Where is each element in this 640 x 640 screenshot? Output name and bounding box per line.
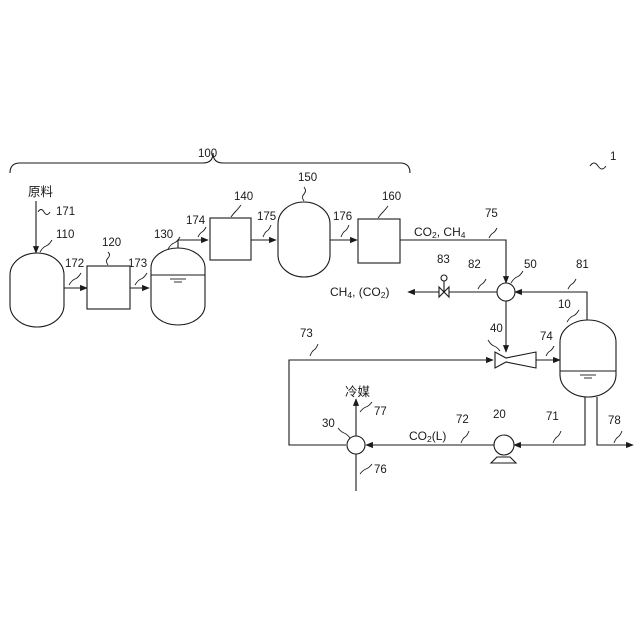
ref-160: 160 — [382, 191, 401, 203]
unit-140 — [210, 218, 251, 260]
leader-77 — [360, 402, 372, 412]
ref-73: 73 — [300, 328, 313, 340]
ref-140: 140 — [234, 191, 253, 203]
leader-174 — [198, 227, 206, 237]
ref-72: 72 — [456, 414, 469, 426]
heat-exchanger-30 — [347, 436, 365, 454]
ref-174: 174 — [186, 215, 206, 227]
ref-81: 81 — [576, 259, 589, 271]
line-73 — [289, 360, 493, 445]
ref-173: 173 — [128, 258, 147, 270]
leader-150 — [303, 187, 306, 201]
tank-130 — [151, 248, 205, 325]
leader-171 — [38, 210, 50, 215]
ejector-40 — [495, 352, 536, 368]
ref-83: 83 — [437, 254, 450, 266]
ref-20: 20 — [493, 409, 506, 421]
line-75 — [400, 240, 506, 283]
leader-system — [590, 163, 606, 169]
leader-71 — [553, 431, 561, 443]
leader-40 — [488, 340, 500, 351]
leader-173 — [135, 273, 147, 285]
ref-system: 1 — [610, 151, 616, 163]
leader-72 — [461, 431, 469, 443]
ref-82: 82 — [468, 259, 481, 271]
leader-81 — [568, 279, 576, 289]
ref-120: 120 — [102, 237, 121, 249]
ref-175: 175 — [257, 211, 276, 223]
tank-10 — [560, 320, 616, 397]
leader-78 — [614, 431, 622, 443]
ref-172: 172 — [65, 258, 84, 270]
leader-140 — [231, 205, 241, 217]
ref-50: 50 — [524, 259, 537, 271]
leader-30 — [338, 428, 350, 438]
ref-130: 130 — [154, 229, 173, 241]
tank-110 — [10, 253, 64, 327]
pump-20 — [491, 435, 516, 463]
label-co2-ch4: CO2, CH4 — [414, 225, 466, 240]
ref-75: 75 — [485, 208, 498, 220]
line-81 — [515, 292, 587, 321]
leader-74 — [546, 346, 554, 356]
leader-175 — [263, 225, 271, 237]
ref-77: 77 — [374, 406, 387, 418]
leader-50 — [511, 271, 523, 283]
ref-subsystem: 100 — [198, 148, 217, 160]
ref-150: 150 — [298, 172, 317, 184]
label-ch4-co2: CH4, (CO2) — [330, 285, 389, 300]
unit-120 — [87, 266, 130, 309]
label-refrigerant: 冷媒 — [345, 384, 371, 399]
ref-78: 78 — [608, 415, 621, 427]
ref-171: 171 — [56, 206, 75, 218]
leader-76 — [360, 464, 372, 474]
valve-50 — [497, 283, 515, 301]
leader-75 — [489, 228, 497, 238]
leader-110 — [40, 240, 52, 252]
ref-10: 10 — [558, 299, 571, 311]
ref-76: 76 — [374, 464, 387, 476]
ref-110: 110 — [56, 229, 74, 241]
ref-40: 40 — [490, 323, 503, 335]
ref-30: 30 — [322, 418, 335, 430]
label-co2-liquid: CO2(L) — [409, 429, 446, 444]
leader-10 — [567, 310, 579, 322]
ref-74: 74 — [540, 331, 553, 343]
leader-120 — [107, 252, 110, 265]
tank-150 — [278, 202, 330, 277]
unit-160 — [358, 219, 400, 263]
line-174 — [178, 240, 208, 248]
ref-71: 71 — [546, 411, 559, 423]
leader-73 — [310, 344, 318, 356]
leader-82 — [478, 279, 486, 289]
valve-83 — [439, 275, 449, 297]
leader-172 — [69, 273, 81, 285]
label-raw-material: 原料 — [28, 184, 54, 199]
leader-160 — [378, 206, 388, 218]
ref-176: 176 — [333, 211, 352, 223]
leader-176 — [341, 225, 349, 237]
